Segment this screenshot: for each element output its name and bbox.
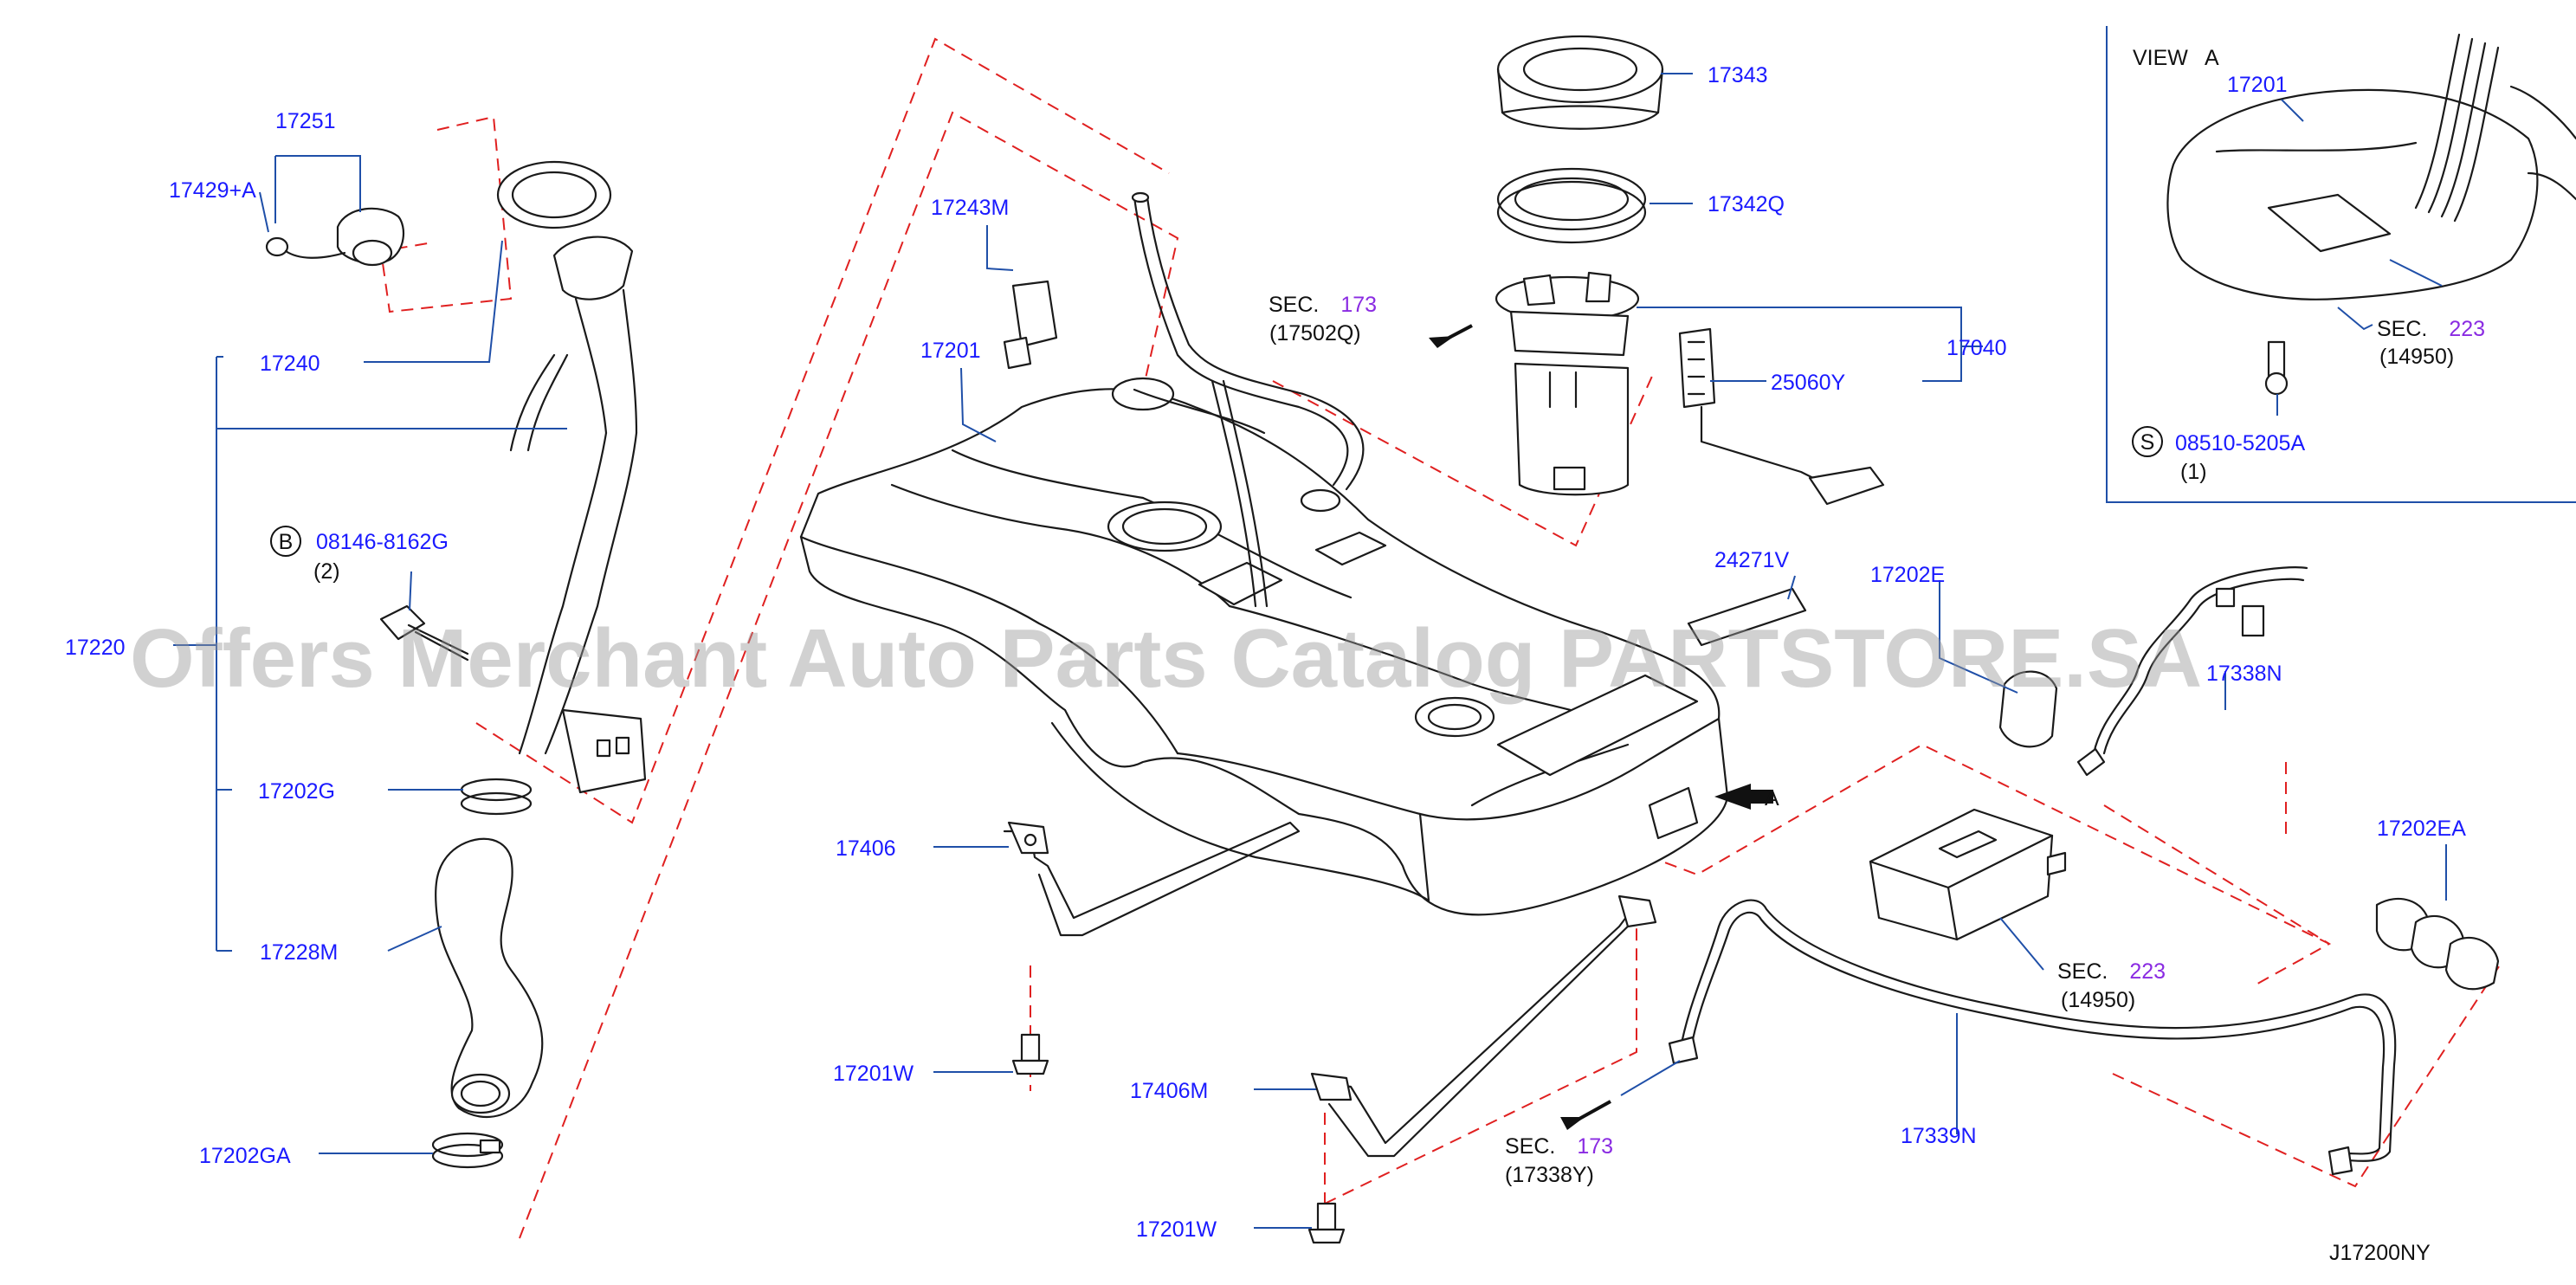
label-17202ea: 17202EA (2377, 817, 2466, 841)
phantom-lines (379, 37, 2503, 1239)
label-17201-view: 17201 (2227, 73, 2288, 97)
label-17202e: 17202E (1870, 563, 1945, 587)
svg-text:(17502Q): (17502Q) (1269, 321, 1361, 345)
label-17338n: 17338N (2206, 662, 2282, 686)
view-arrow-label: A (1765, 786, 1779, 810)
svg-text:SEC.173: SEC.173 (1269, 293, 1377, 317)
svg-text:(17338Y): (17338Y) (1505, 1163, 1594, 1187)
label-17243m: 17243M (931, 196, 1009, 220)
svg-text:SEC.173: SEC.173 (1505, 1134, 1613, 1159)
diagram-code: J17200NY (2329, 1241, 2431, 1265)
direction-arrows (1429, 324, 1773, 1130)
screw-marker-s: S (2132, 426, 2163, 457)
svg-text:S: S (2140, 430, 2155, 455)
view-a-inset (2106, 26, 2576, 503)
fuel-tank (799, 377, 1729, 916)
qty-08146: (2) (313, 559, 340, 584)
bolt-08146 (379, 604, 469, 662)
label-17251: 17251 (275, 109, 336, 133)
bolt-marker-b: B (270, 526, 301, 557)
vent-pipe (1131, 191, 1365, 608)
svg-text:(14950): (14950) (2379, 345, 2454, 369)
part-labels: 17251 17429+A 17240 08146-8162G (2) 1722… (65, 63, 2466, 1242)
filler-cap (265, 207, 404, 267)
filler-hose (431, 778, 544, 1169)
svg-text:(14950): (14950) (2061, 988, 2135, 1012)
tank-strap-17406m (1310, 894, 1657, 1158)
label-17406: 17406 (836, 836, 896, 861)
lock-ring-17343 (1496, 35, 1664, 130)
label-17343: 17343 (1708, 63, 1768, 87)
gasket-17342q (1496, 167, 1647, 244)
label-17201-tank: 17201 (920, 339, 981, 363)
bolt-17201w-a (1011, 1033, 1049, 1075)
watermark: Offers Merchant Auto Parts Catalog PARTS… (130, 612, 2202, 705)
clip-17202ea (2375, 897, 2500, 991)
sec-ref-vent: SEC.173 (17338Y) (1505, 1134, 1613, 1187)
label-17240: 17240 (260, 352, 320, 376)
label-17201w-upper: 17201W (833, 1062, 914, 1086)
label-17201w-lower: 17201W (1136, 1217, 1217, 1242)
bolt-17201w-b (1307, 1202, 1346, 1244)
label-08510-5205a: 08510-5205A (2175, 431, 2305, 455)
label-17406m: 17406M (1130, 1079, 1208, 1103)
sec-ref-pump: SEC.173 (17502Q) (1269, 293, 1377, 345)
evap-tube-17339n (1668, 899, 2397, 1176)
heat-insulator-24271v (1687, 587, 1807, 647)
tank-strap-17406 (1003, 821, 1301, 937)
svg-text:SEC.223: SEC.223 (2377, 317, 2485, 341)
leader-lines (173, 73, 2447, 1229)
sec-ref-view: SEC.223 (14950) (2377, 317, 2485, 369)
filler-neck (496, 160, 647, 794)
evap-canister (1869, 808, 2067, 941)
fuel-pump-17040 (1495, 271, 1640, 496)
fuel-level-sensor-25060y (1678, 327, 1885, 506)
label-17228m: 17228M (260, 940, 338, 965)
vapor-tube-17338n (2076, 566, 2308, 777)
protector-17243m (1003, 280, 1058, 370)
label-17429a: 17429+A (169, 178, 256, 203)
qty-08510: (1) (2180, 460, 2207, 484)
label-17202g: 17202G (258, 779, 335, 804)
label-17339n: 17339N (1901, 1124, 1977, 1148)
label-17342q: 17342Q (1708, 192, 1785, 216)
label-17040: 17040 (1947, 336, 2007, 360)
sec-ref-canister: SEC.223 (14950) (2057, 959, 2166, 1012)
label-08146-8162g: 08146-8162G (316, 530, 449, 554)
svg-text:SEC.223: SEC.223 (2057, 959, 2166, 984)
label-24271v: 24271V (1714, 548, 1790, 572)
label-17220: 17220 (65, 636, 126, 660)
label-25060y: 25060Y (1771, 371, 1846, 395)
svg-text:B: B (279, 530, 294, 554)
label-17202ga: 17202GA (199, 1144, 291, 1168)
